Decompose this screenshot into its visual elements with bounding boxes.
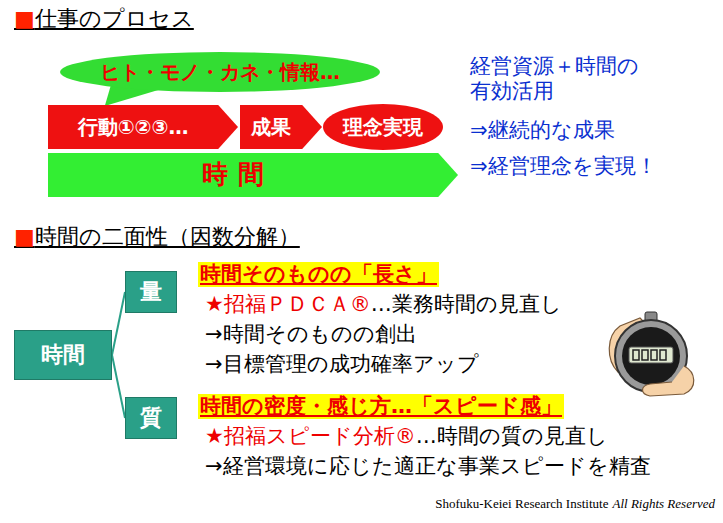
label-row: ★招福ＰＤＣＡ®…業務時間の見直し	[205, 292, 562, 317]
time-box: 時間	[14, 330, 112, 380]
note-text: ⇒経営理念を実現！	[470, 154, 657, 179]
stopwatch-illustration	[609, 312, 694, 396]
digit-stroke	[642, 350, 648, 360]
arrow-outline	[48, 153, 458, 197]
section-heading: ■仕事のプロセス	[14, 6, 194, 32]
result-text: →時間そのものの創出	[205, 322, 417, 347]
digit-stroke	[633, 350, 639, 360]
digit-stroke	[651, 350, 657, 360]
highlight-text: 時間そのものの「長さ」	[198, 262, 439, 287]
label-row: ⇒継続的な成果	[470, 118, 615, 143]
resource-bubble: ヒト・モノ・カネ・情報…	[60, 52, 380, 92]
result-text: →経営環境に応じた適正な事業スピードを精査	[205, 454, 651, 479]
node-text: 時間	[41, 342, 85, 367]
label-row: Shofuku-Keiei Research InstituteAll Righ…	[435, 496, 715, 512]
node-text: 行動①②③…	[78, 116, 189, 139]
node-text: 理念実現	[343, 116, 423, 139]
node-text: 量	[140, 279, 162, 304]
copyright-text: All Rights Reserved	[612, 496, 715, 512]
bracket-line	[112, 292, 125, 355]
method-name: ★招福スピード分析®	[205, 424, 416, 449]
label-row: 経営資源＋時間の 有効活用	[470, 54, 666, 104]
result-text: →目標管理の成功確率アップ	[205, 352, 479, 377]
time-arrow: 時 間	[48, 153, 458, 197]
note-text: 経営資源＋時間の 有効活用	[470, 54, 666, 104]
result-arrow: 成果	[240, 105, 322, 149]
copyright-text: Shofuku-Keiei Research Institute	[435, 496, 608, 512]
label-row: ★招福スピード分析®…時間の質の見直し	[205, 424, 608, 449]
method-text: …時間の質の見直し	[416, 424, 608, 449]
bracket-line	[112, 355, 125, 418]
stopwatch-face	[622, 327, 680, 385]
node-text: 成果	[251, 116, 291, 139]
highlight-text: 時間の密度・感じ方…「スピード感」	[198, 394, 564, 419]
quantity-box: 量	[125, 271, 177, 313]
node-text: 質	[140, 405, 162, 430]
method-name: ★招福ＰＤＣＡ®	[205, 292, 371, 317]
digit-stroke	[660, 350, 666, 360]
section-heading: ■時間の二面性（因数分解）	[14, 224, 300, 250]
label-row: →経営環境に応じた適正な事業スピードを精査	[205, 454, 651, 479]
label-row: ⇒経営理念を実現！	[470, 154, 657, 179]
fingers-shape	[643, 366, 694, 396]
action-arrow: 行動①②③…	[48, 105, 238, 149]
bubble-outline	[60, 52, 380, 92]
node-text: 時 間	[202, 160, 263, 190]
display-digits	[633, 350, 666, 360]
label-row: ■仕事のプロセス	[14, 6, 194, 32]
label-row: →目標管理の成功確率アップ	[205, 352, 479, 377]
philosophy-ellipse: 理念実現	[323, 104, 443, 150]
label-row: ■時間の二面性（因数分解）	[14, 224, 300, 250]
node-text: ヒト・モノ・カネ・情報…	[100, 61, 340, 84]
label-row: 時間の密度・感じ方…「スピード感」	[198, 394, 564, 419]
method-text: …業務時間の見直し	[371, 292, 562, 317]
box-outline	[15, 331, 112, 380]
label-row: →時間そのものの創出	[205, 322, 417, 347]
box-outline	[126, 272, 177, 313]
stopwatch-display	[629, 347, 673, 363]
arrow-outline	[48, 105, 238, 149]
quality-box: 質	[125, 397, 177, 439]
arrow-outline	[240, 105, 322, 149]
label-row: 時間そのものの「長さ」	[198, 262, 439, 287]
box-outline	[126, 398, 177, 439]
note-text: ⇒継続的な成果	[470, 118, 615, 143]
ellipse-outline	[323, 104, 443, 150]
